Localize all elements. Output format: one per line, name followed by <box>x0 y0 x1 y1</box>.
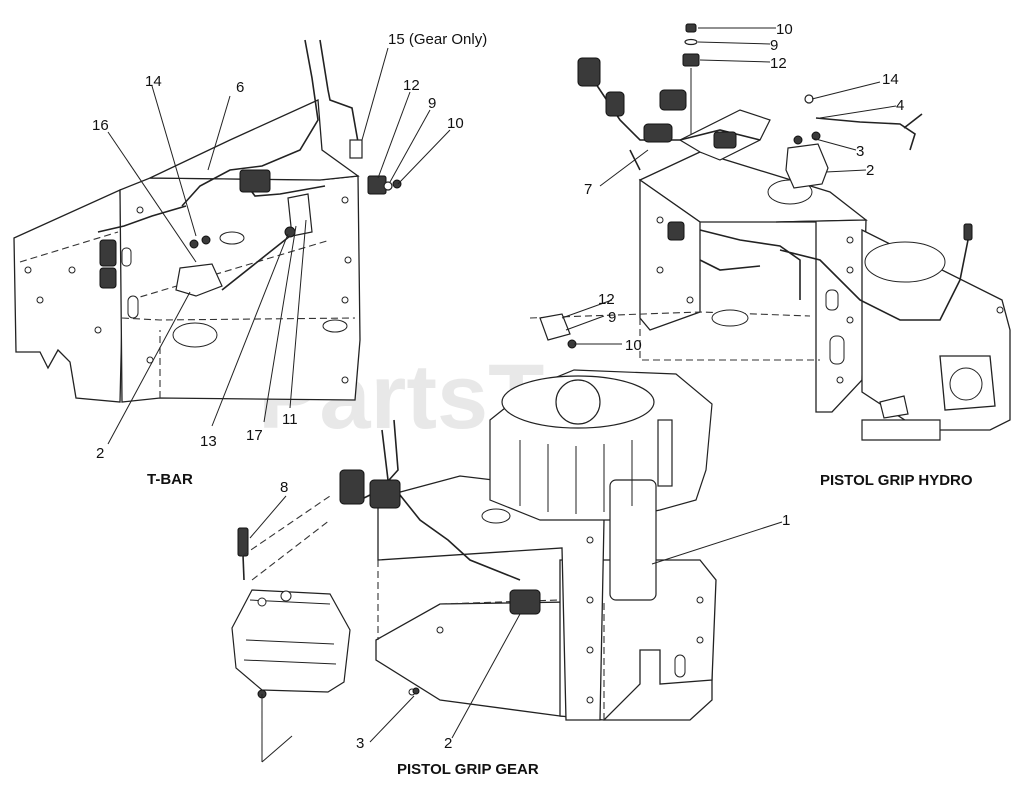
gear-callouts: 8 1 3 2 <box>280 479 790 752</box>
hydro-hole-floor <box>711 309 749 327</box>
tbar-rivets <box>24 196 352 384</box>
tbar-connector <box>349 139 363 159</box>
hydro-right-frame <box>775 219 867 413</box>
title-tbar: T-BAR <box>147 471 193 488</box>
callout-tbar-14: 14 <box>145 73 162 90</box>
callout-tbar-12: 12 <box>403 77 420 94</box>
hydro-slot <box>829 335 845 365</box>
hydro-leaders <box>561 27 897 345</box>
hydro-side-plate <box>639 178 701 331</box>
hydro-screw-top <box>685 23 697 33</box>
hydro-rod <box>861 419 941 441</box>
callout-hydro-9-bottom: 9 <box>608 309 616 326</box>
hydro-connectors <box>577 57 973 241</box>
hydro-rivets <box>656 216 1004 384</box>
callout-gear-3: 3 <box>356 735 364 752</box>
gear-connector-block <box>339 469 365 505</box>
gear-assembly <box>231 369 717 763</box>
tbar-slot-upper <box>121 247 132 267</box>
gear-cable-boot <box>237 527 249 557</box>
gear-engine-tube <box>657 419 673 487</box>
callout-gear-2: 2 <box>444 735 452 752</box>
callout-hydro-7: 7 <box>584 181 592 198</box>
tbar-harness-branch <box>319 39 359 143</box>
callout-gear-1: 1 <box>782 512 790 529</box>
callout-tbar-16: 16 <box>92 117 109 134</box>
hydro-switch-bracket <box>539 313 571 341</box>
hydro-hole-rear <box>864 241 946 283</box>
tbar-slot-left <box>127 295 139 319</box>
callout-tbar-9: 9 <box>428 95 436 112</box>
gear-screw <box>412 687 420 695</box>
tbar-harness <box>181 39 319 207</box>
tbar-assembly <box>13 39 402 403</box>
tbar-hole-large <box>172 322 218 348</box>
callout-hydro-3: 3 <box>856 143 864 160</box>
tbar-nut-right <box>201 235 211 245</box>
callout-gear-8: 8 <box>280 479 288 496</box>
gear-engine-fins <box>519 440 633 514</box>
gear-starter-terminal <box>280 590 292 602</box>
tbar-callouts: 15 (Gear Only) 14 6 12 9 10 16 2 13 17 1… <box>92 31 487 462</box>
tbar-washer <box>383 181 393 191</box>
tbar-interlock-switch <box>367 175 387 195</box>
tbar-hidden-lines <box>19 231 356 398</box>
gear-slot <box>674 654 686 678</box>
hydro-harness <box>579 59 761 141</box>
hydro-nut <box>804 94 814 104</box>
callout-hydro-2: 2 <box>866 162 874 179</box>
callout-tbar-11: 11 <box>282 411 298 428</box>
hydro-slot-upper <box>825 289 839 311</box>
hydro-assembly <box>529 23 1011 441</box>
tbar-rear-panel <box>149 99 360 181</box>
callout-tbar-17: 17 <box>246 427 263 444</box>
gear-engine-cap <box>555 379 601 425</box>
tbar-hole-top <box>219 231 245 245</box>
gear-rivets <box>408 536 704 704</box>
gear-starter-motor <box>609 479 657 601</box>
gear-hole <box>481 508 511 524</box>
title-gear: PISTOL GRIP GEAR <box>397 761 539 778</box>
callout-hydro-10-bottom: 10 <box>625 337 642 354</box>
callout-hydro-10-top: 10 <box>776 21 793 38</box>
tbar-nut-left <box>189 239 199 249</box>
gear-leaders <box>249 495 783 743</box>
hydro-callouts: 10 9 12 14 4 3 2 7 12 9 10 <box>584 21 904 354</box>
gear-harness-lower <box>381 429 521 581</box>
tbar-cable <box>221 235 291 291</box>
callout-tbar-2: 2 <box>96 445 104 462</box>
gear-switch-block <box>369 479 401 509</box>
hydro-washer-top <box>684 38 698 46</box>
hydro-hidden-lines <box>529 222 820 361</box>
tbar-solenoid <box>175 263 223 297</box>
tbar-screw <box>392 179 402 189</box>
tbar-bolt <box>284 226 296 238</box>
hydro-solenoid <box>785 143 829 189</box>
callout-tbar-10: 10 <box>447 115 464 132</box>
callout-hydro-12-bottom: 12 <box>598 291 615 308</box>
tbar-frame-body <box>119 175 361 403</box>
tbar-left-plate <box>13 188 123 403</box>
callout-hydro-9-top: 9 <box>770 37 778 54</box>
hydro-spring <box>879 395 909 419</box>
tbar-plug <box>99 239 117 267</box>
callout-tbar-13: 13 <box>200 433 217 450</box>
tbar-plug-lower <box>99 267 117 289</box>
callout-hydro-14: 14 <box>882 71 899 88</box>
hydro-pump-port <box>949 367 983 401</box>
hydro-cable-end <box>903 113 923 129</box>
tbar-leaders <box>107 47 451 445</box>
tbar-hole-right <box>322 319 348 333</box>
callout-tbar-6: 6 <box>236 79 244 96</box>
hydro-battery-cable <box>815 117 916 151</box>
title-hydro: PISTOL GRIP HYDRO <box>820 472 973 489</box>
tbar-switch-block <box>239 169 271 193</box>
hydro-switch-top <box>682 53 700 67</box>
gear-starter-exploded <box>231 589 351 693</box>
callout-tbar-15: 15 (Gear Only) <box>388 31 487 48</box>
callout-hydro-4: 4 <box>896 97 904 114</box>
gear-solenoid <box>509 589 541 615</box>
callout-hydro-12-top: 12 <box>770 55 787 72</box>
